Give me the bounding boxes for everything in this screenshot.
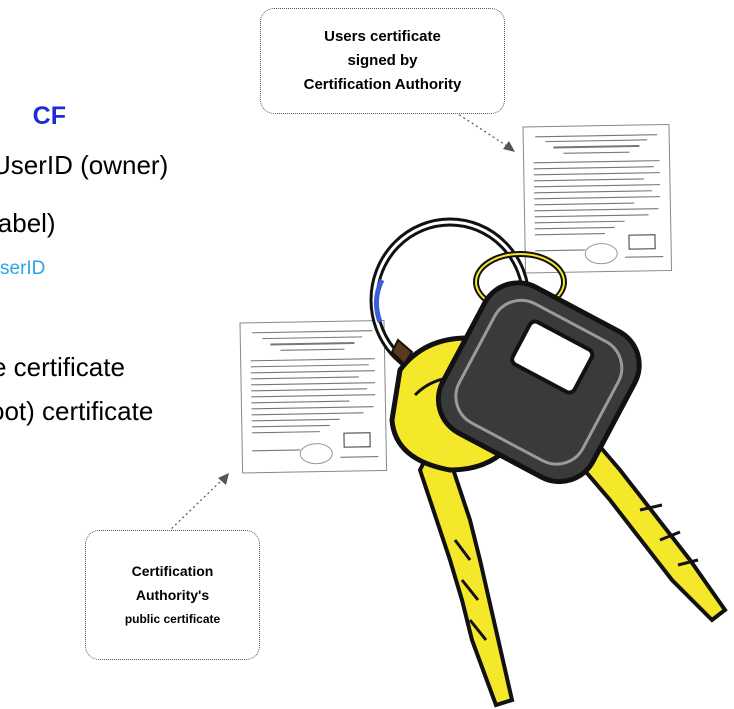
text-line-root-certificate: oot) certificate xyxy=(0,396,154,426)
callout-user-line-3: Certification Authority xyxy=(303,76,462,93)
keys-icon xyxy=(369,217,728,708)
arrow-to-ca-certificate xyxy=(167,473,229,533)
callout-ca-certificate: Certification Authority's public certifi… xyxy=(85,530,260,660)
text-line-userid-owner: UserID (owner) xyxy=(0,150,169,180)
callout-ca-line-2: Authority's xyxy=(135,587,210,603)
callout-ca-line-3: public certificate xyxy=(124,612,221,626)
certificate-document-icon xyxy=(239,319,388,474)
arrow-to-user-certificate xyxy=(454,111,515,152)
callout-user-certificate: Users certificate signed by Certificatio… xyxy=(260,8,505,114)
text-line-label: label) xyxy=(0,208,56,238)
certificate-document-icon xyxy=(522,123,673,274)
callout-user-line-2: signed by xyxy=(347,52,418,69)
text-line-serid: serID xyxy=(0,258,46,279)
callout-ca-line-1: Certification xyxy=(131,563,214,579)
heading-cf: CF xyxy=(32,102,66,130)
text-line-certificate: e certificate xyxy=(0,352,125,382)
callout-user-line-1: Users certificate xyxy=(324,28,441,45)
